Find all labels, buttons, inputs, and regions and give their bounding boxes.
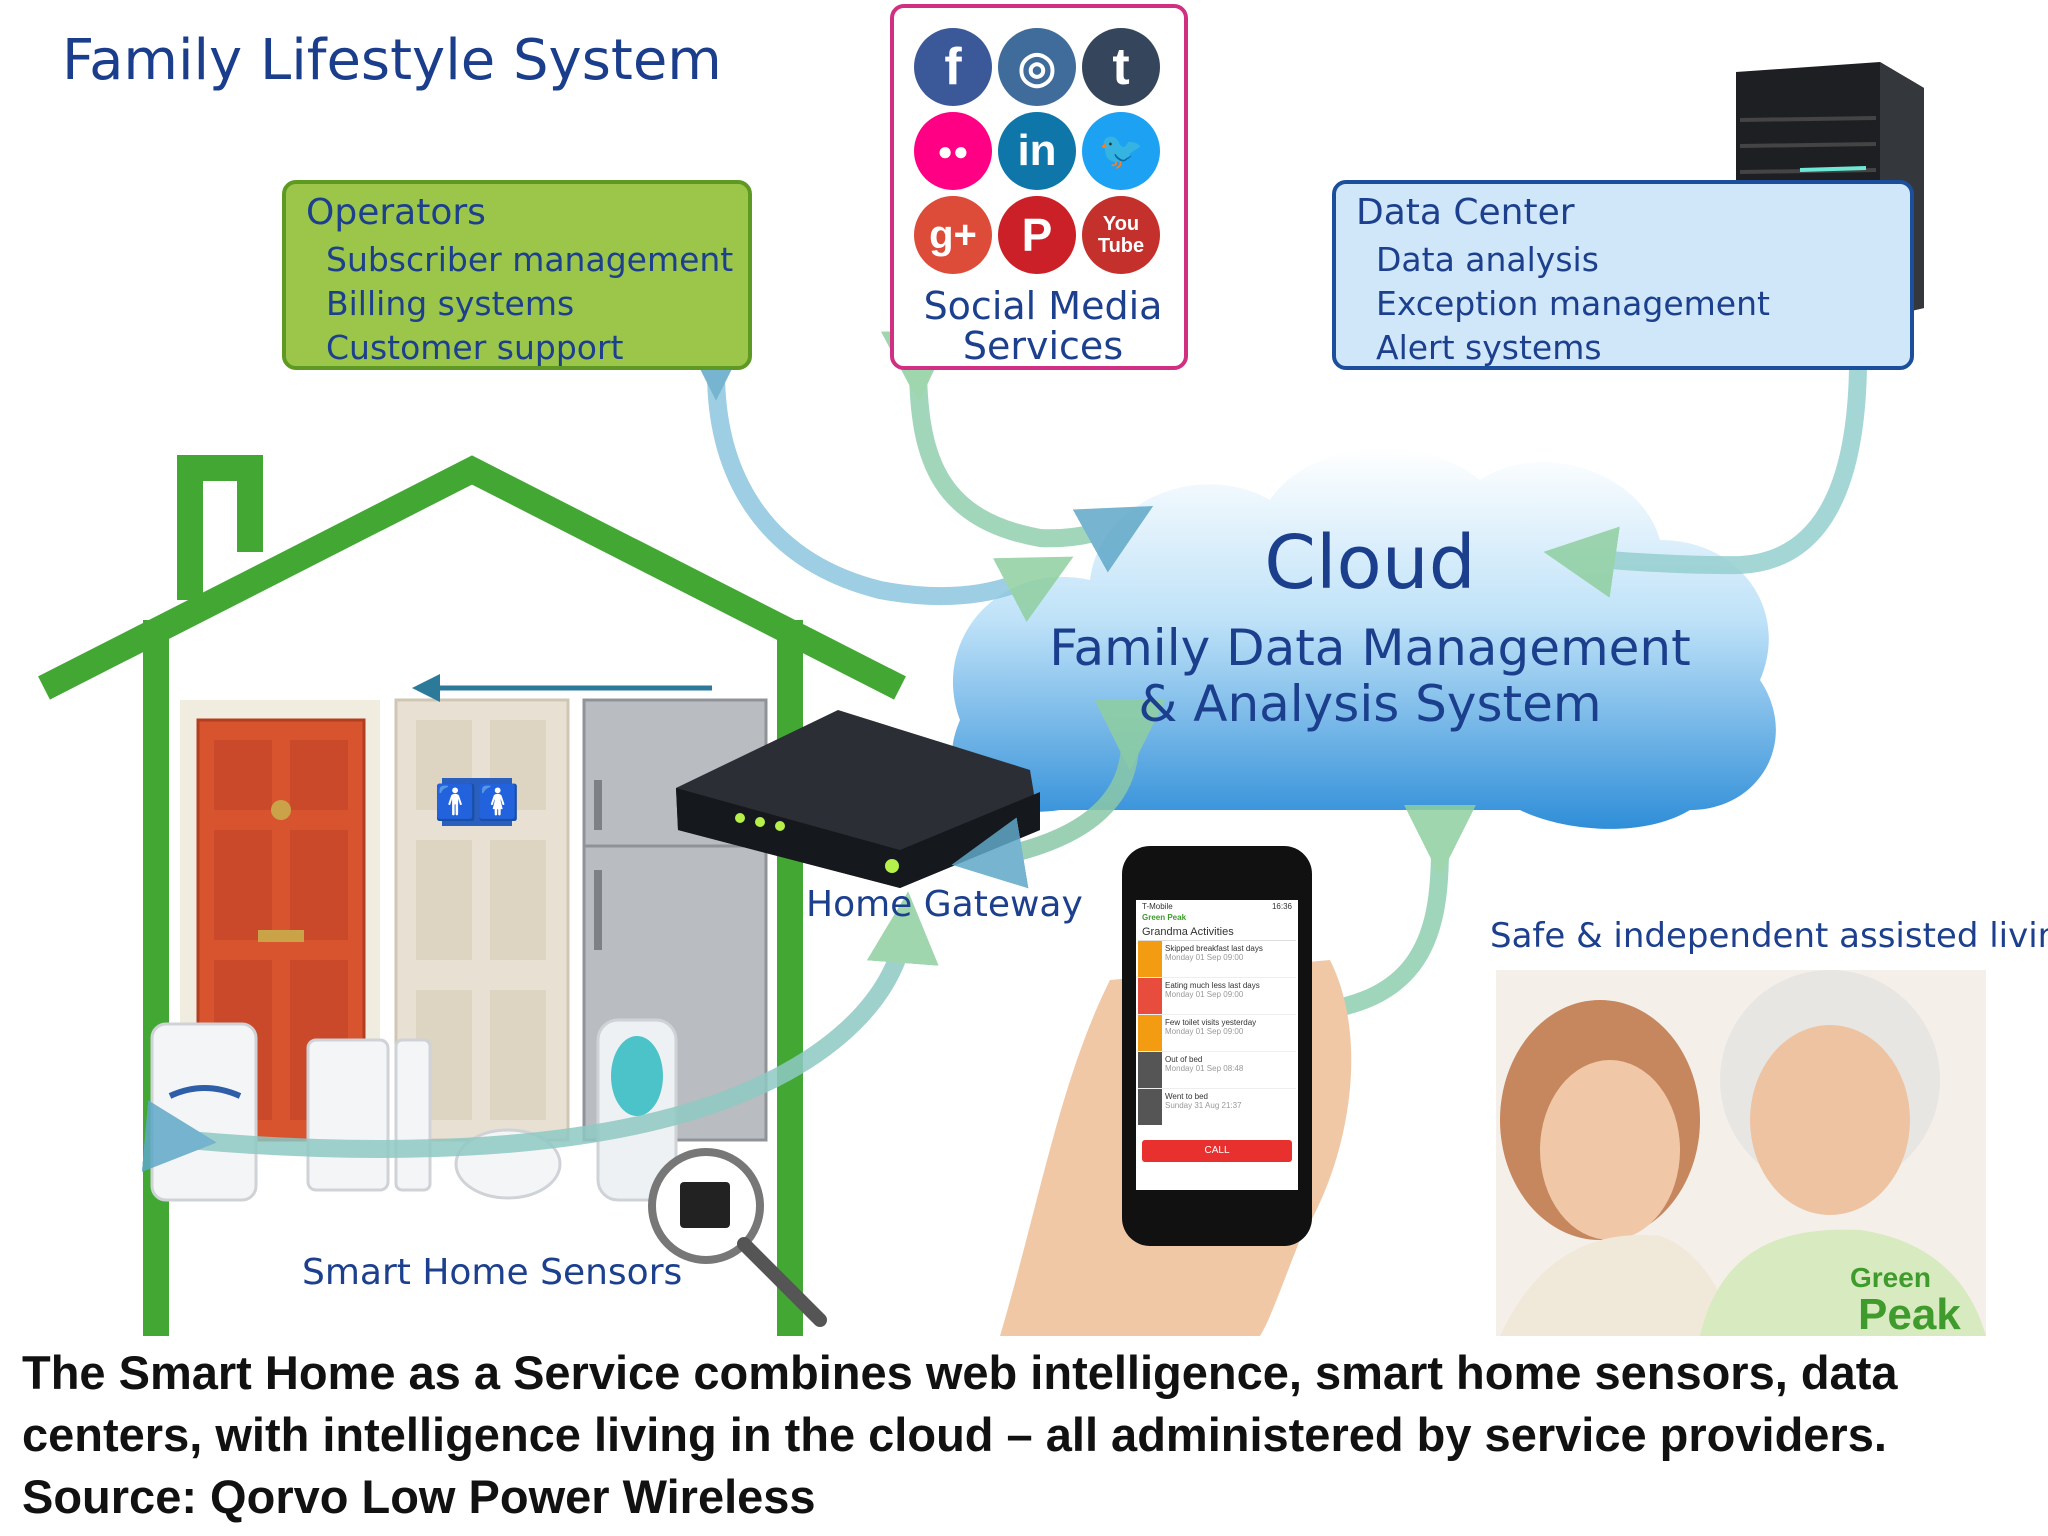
activity-date: Monday 01 Sep 08:48 (1165, 1064, 1244, 1073)
cloud-subtitle-line2: & Analysis System (1138, 675, 1602, 733)
social-label-line1: Social Media (923, 284, 1163, 328)
svg-text:🚹🚺: 🚹🚺 (435, 783, 520, 823)
figure-caption: The Smart Home as a Service combines web… (22, 1346, 1898, 1523)
operators-item: Customer support (326, 328, 624, 367)
phone-carrier: T-Mobile (1142, 902, 1173, 911)
operators-box: Operators Subscriber management Billing … (282, 180, 752, 370)
activity-date: Monday 01 Sep 09:00 (1165, 1027, 1244, 1036)
phone-time: 16:36 (1271, 902, 1292, 911)
social-label-line2: Services (962, 324, 1124, 368)
assisted-living-photo (1496, 970, 1986, 1336)
data-center-heading: Data Center (1356, 192, 1575, 233)
activity-date: Monday 01 Sep 09:00 (1165, 990, 1244, 999)
house-top-arrow (412, 674, 712, 702)
activity-icon (1138, 1052, 1162, 1088)
cloud-title: Cloud (1264, 520, 1476, 606)
operators-item: Billing systems (326, 284, 575, 323)
home-gateway-device (676, 710, 1040, 888)
google-plus-icon: g+ (914, 196, 992, 274)
phone-screen: T-Mobile 16:36 Green Peak Grandma Activi… (1138, 902, 1296, 1138)
green-peak-logo-line1: Green (1850, 1262, 1931, 1293)
data-center-item: Data analysis (1376, 240, 1599, 279)
operators-heading: Operators (306, 192, 486, 233)
assisted-living-label: Safe & independent assisted living (1490, 916, 2048, 956)
activity-icon (1138, 941, 1162, 977)
tumblr-icon: t (1082, 28, 1160, 106)
motion-sensor (150, 1022, 258, 1202)
instagram-icon: ◎ (998, 28, 1076, 106)
hand-with-phone (1000, 846, 1352, 1336)
activity-title: Few toilet visits yesterday (1165, 1018, 1257, 1027)
social-media-box: f ◎ t ●● in 🐦 g+ P You Tube Social Media… (890, 4, 1188, 370)
green-peak-logo-line2: Peak (1858, 1290, 1961, 1339)
smart-home-sensors-label: Smart Home Sensors (302, 1252, 683, 1293)
activity-title: Went to bed (1165, 1092, 1208, 1101)
flickr-icon: ●● (914, 112, 992, 190)
cloud-subtitle-line1: Family Data Management (1049, 619, 1691, 677)
activity-icon (1138, 978, 1162, 1014)
activity-title: Out of bed (1165, 1055, 1203, 1064)
operators-item: Subscriber management (326, 240, 734, 279)
facebook-icon: f (914, 28, 992, 106)
activity-title: Skipped breakfast last days (1165, 944, 1263, 953)
activity-icon (1138, 1015, 1162, 1051)
twitter-icon: 🐦 (1082, 112, 1160, 190)
data-center-box: Data Center Data analysis Exception mana… (1332, 180, 1914, 370)
call-button[interactable]: CALL (1204, 1145, 1230, 1156)
diagram-title: Family Lifestyle System (62, 28, 722, 93)
data-center-item: Alert systems (1376, 328, 1602, 367)
activity-title: Eating much less last days (1165, 981, 1260, 990)
phone-brand: Green Peak (1142, 913, 1187, 922)
activity-date: Monday 01 Sep 09:00 (1165, 953, 1244, 962)
cloud-subtitle: Family Data Management & Analysis System (1040, 620, 1700, 732)
linkedin-icon: in (998, 112, 1076, 190)
phone-status-bar: T-Mobile 16:36 (1138, 902, 1296, 911)
activity-date: Sunday 31 Aug 21:37 (1165, 1101, 1242, 1110)
data-center-item: Exception management (1376, 284, 1770, 323)
home-gateway-label: Home Gateway (806, 884, 1083, 925)
youtube-icon: You Tube (1082, 196, 1160, 274)
pinterest-icon: P (998, 196, 1076, 274)
activity-icon (1138, 1089, 1162, 1125)
phone-header: Grandma Activities (1138, 924, 1296, 941)
door-sensor (306, 1038, 432, 1192)
